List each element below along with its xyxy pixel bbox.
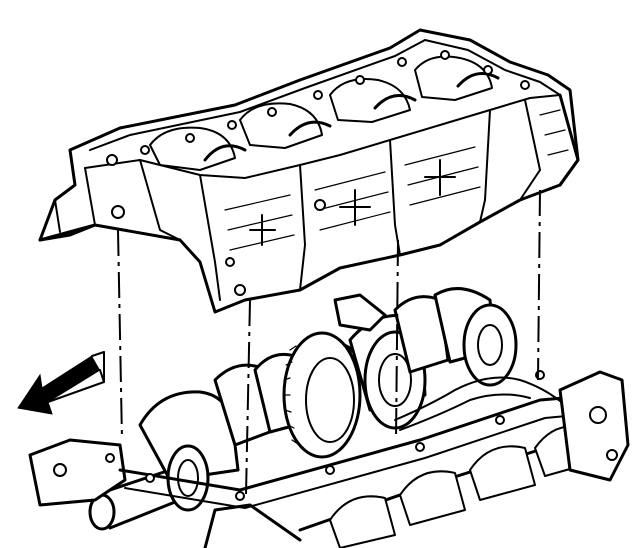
crankshaft-icon bbox=[88, 287, 566, 531]
front-direction-arrow-icon bbox=[17, 351, 105, 415]
engine-block-icon bbox=[28, 370, 630, 548]
alignment-guides bbox=[117, 189, 541, 496]
alignment-guide-line-3 bbox=[395, 239, 399, 441]
lower-crankcase-housing bbox=[38, 28, 580, 314]
alignment-guide-line-2 bbox=[245, 299, 251, 496]
alignment-guide-line-1 bbox=[117, 229, 123, 441]
alignment-guide-line-4 bbox=[537, 189, 541, 381]
deck-bolt-holes bbox=[106, 50, 530, 296]
